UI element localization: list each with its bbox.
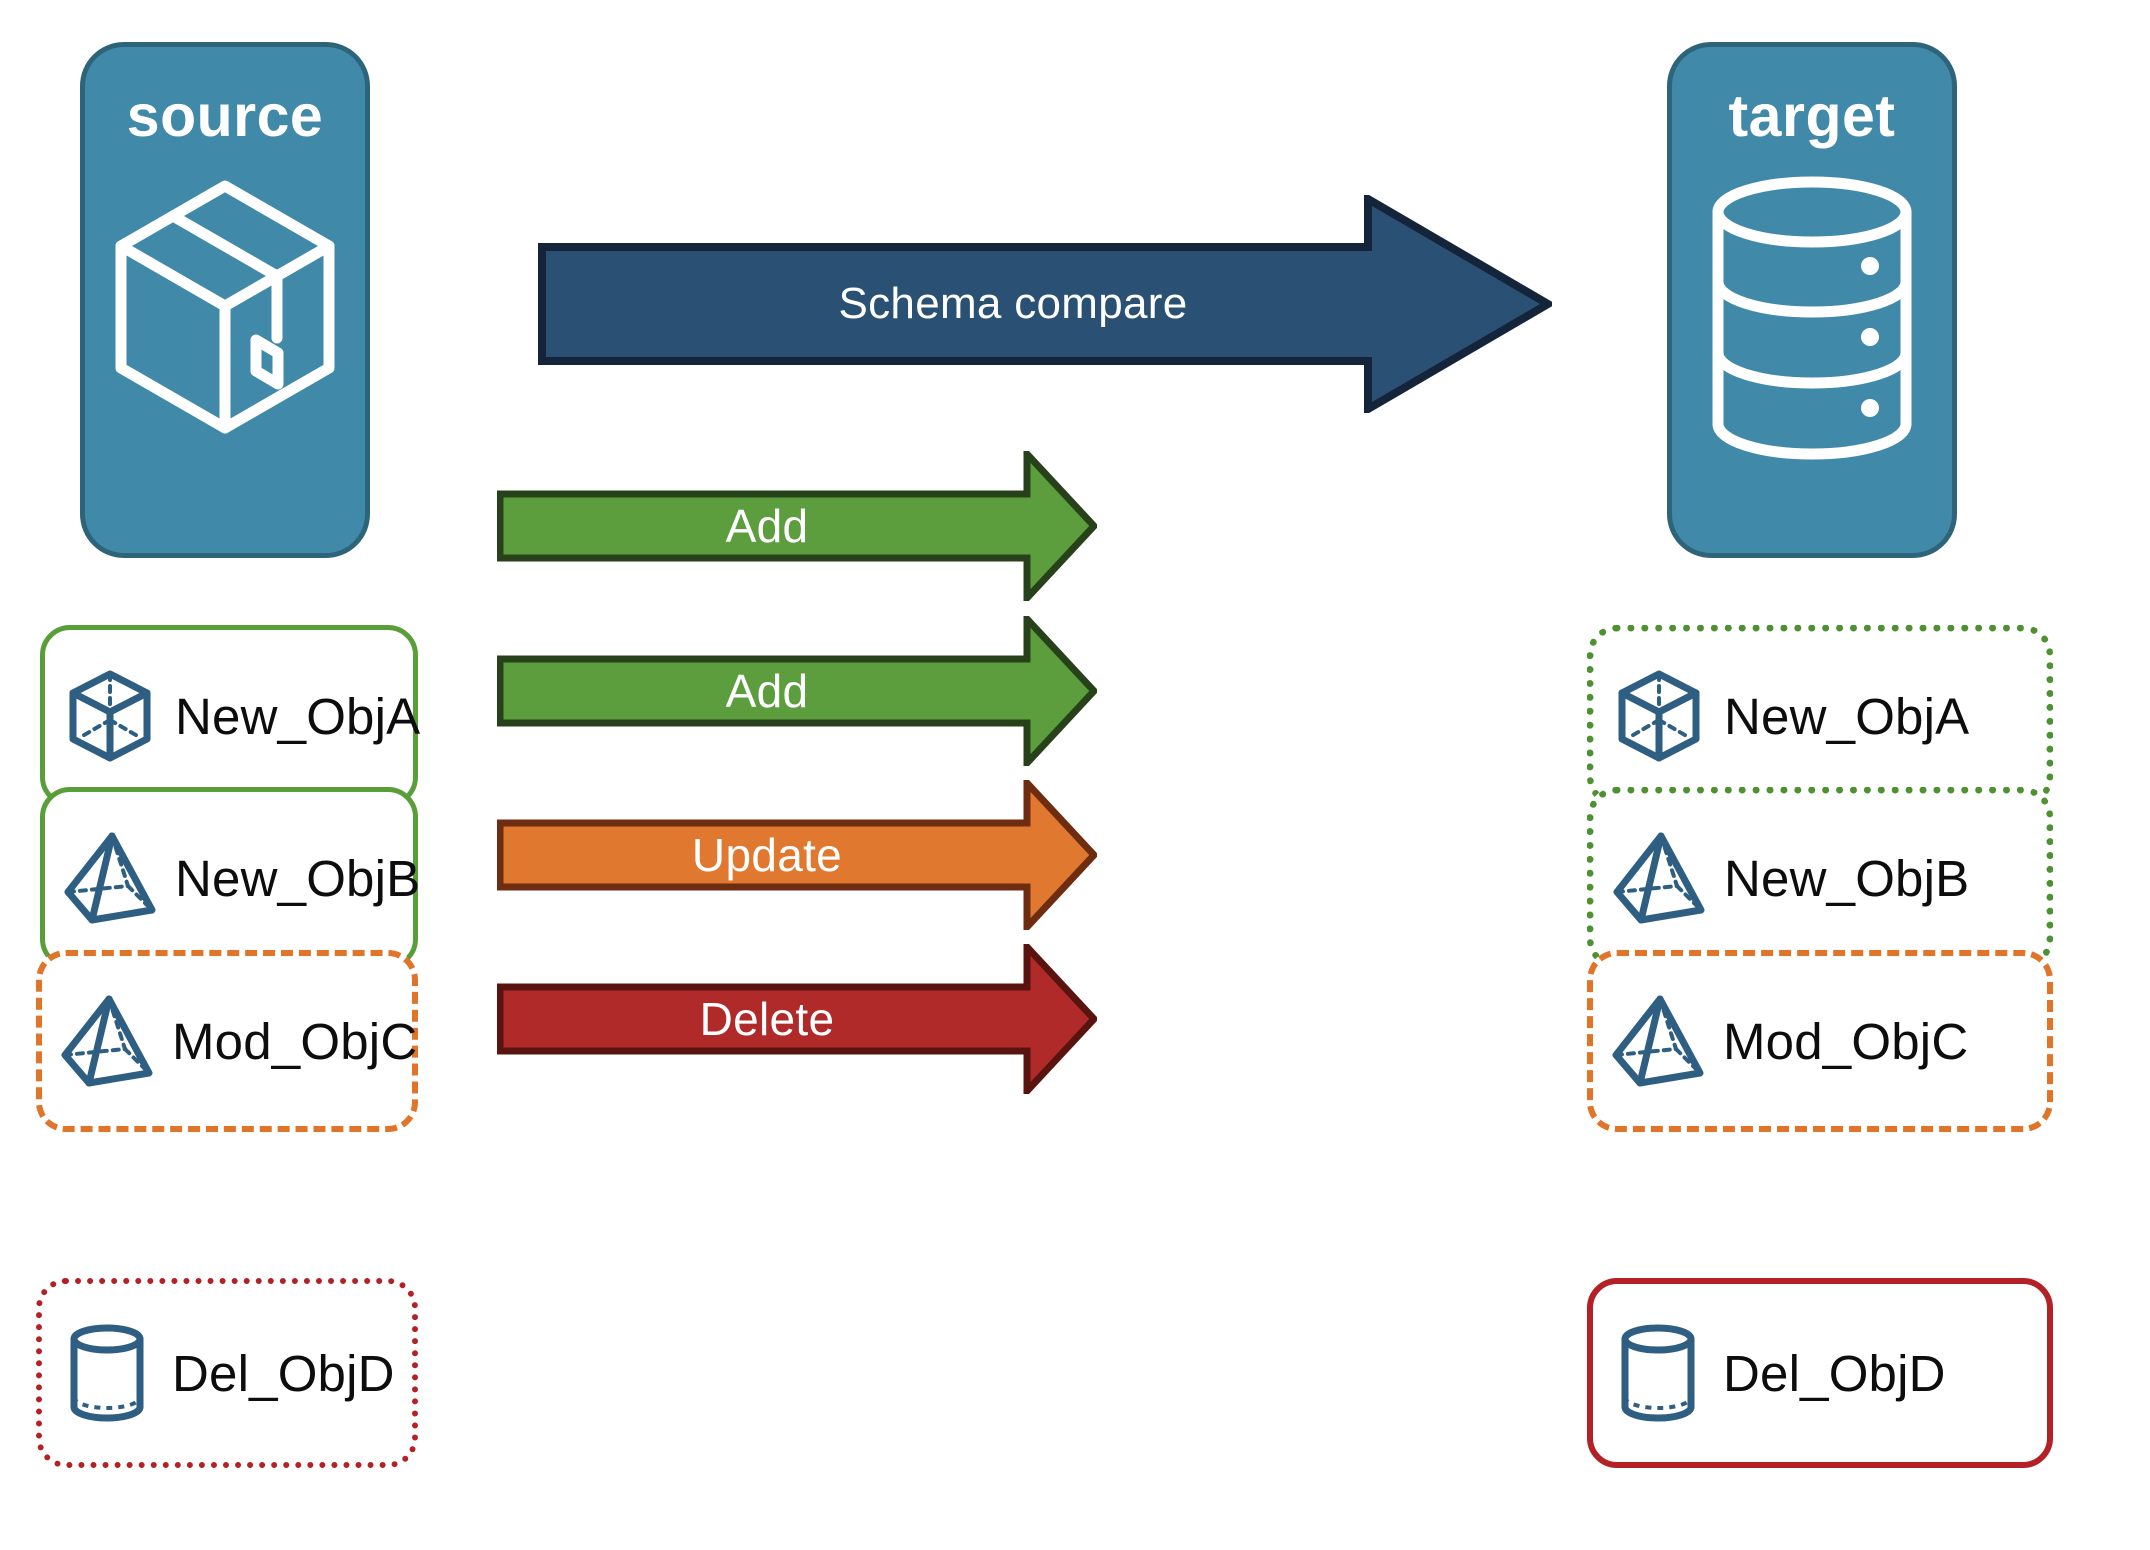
target-object-label-1: New_ObjA xyxy=(1724,687,1970,745)
cube-wireframe-icon xyxy=(45,668,175,764)
target-object-card-2[interactable]: New_ObjB xyxy=(1587,787,2053,969)
schema-compare-arrow[interactable] xyxy=(538,192,1556,416)
action-arrow-4[interactable] xyxy=(496,938,1099,1100)
pyramid-wireframe-icon xyxy=(1594,830,1724,926)
package-box-icon xyxy=(107,168,343,473)
source-object-card-1[interactable]: New_ObjA xyxy=(40,625,421,807)
pyramid-wireframe-icon xyxy=(1593,993,1723,1089)
source-object-label-4: Del_ObjD xyxy=(172,1344,395,1402)
target-object-label-4: Del_ObjD xyxy=(1723,1344,1946,1402)
source-object-label-2: New_ObjB xyxy=(175,849,421,907)
source-object-label-3: Mod_ObjC xyxy=(172,1012,418,1070)
source-object-card-3[interactable]: Mod_ObjC xyxy=(36,950,418,1132)
pyramid-wireframe-icon xyxy=(45,830,175,926)
cube-wireframe-icon xyxy=(1594,668,1724,764)
target-object-card-3[interactable]: Mod_ObjC xyxy=(1587,950,2053,1132)
action-arrow-1[interactable] xyxy=(496,445,1099,607)
target-title: target xyxy=(1728,83,1896,149)
cylinder-wireframe-icon xyxy=(1593,1322,1723,1424)
source-object-card-4[interactable]: Del_ObjD xyxy=(36,1278,418,1468)
target-object-label-3: Mod_ObjC xyxy=(1723,1012,1969,1070)
source-title: source xyxy=(126,83,324,149)
source-object-label-1: New_ObjA xyxy=(175,687,421,745)
source-endpoint-card[interactable]: source xyxy=(80,42,370,558)
source-object-card-2[interactable]: New_ObjB xyxy=(40,787,421,969)
target-object-card-4[interactable]: Del_ObjD xyxy=(1587,1278,2053,1468)
target-object-card-1[interactable]: New_ObjA xyxy=(1587,625,2053,807)
cylinder-wireframe-icon xyxy=(42,1322,172,1424)
database-cylinder-icon xyxy=(1702,168,1922,473)
target-object-label-2: New_ObjB xyxy=(1724,849,1970,907)
pyramid-wireframe-icon xyxy=(42,993,172,1089)
action-arrow-3[interactable] xyxy=(496,774,1099,936)
action-arrow-2[interactable] xyxy=(496,610,1099,772)
target-endpoint-card[interactable]: target xyxy=(1667,42,1957,558)
